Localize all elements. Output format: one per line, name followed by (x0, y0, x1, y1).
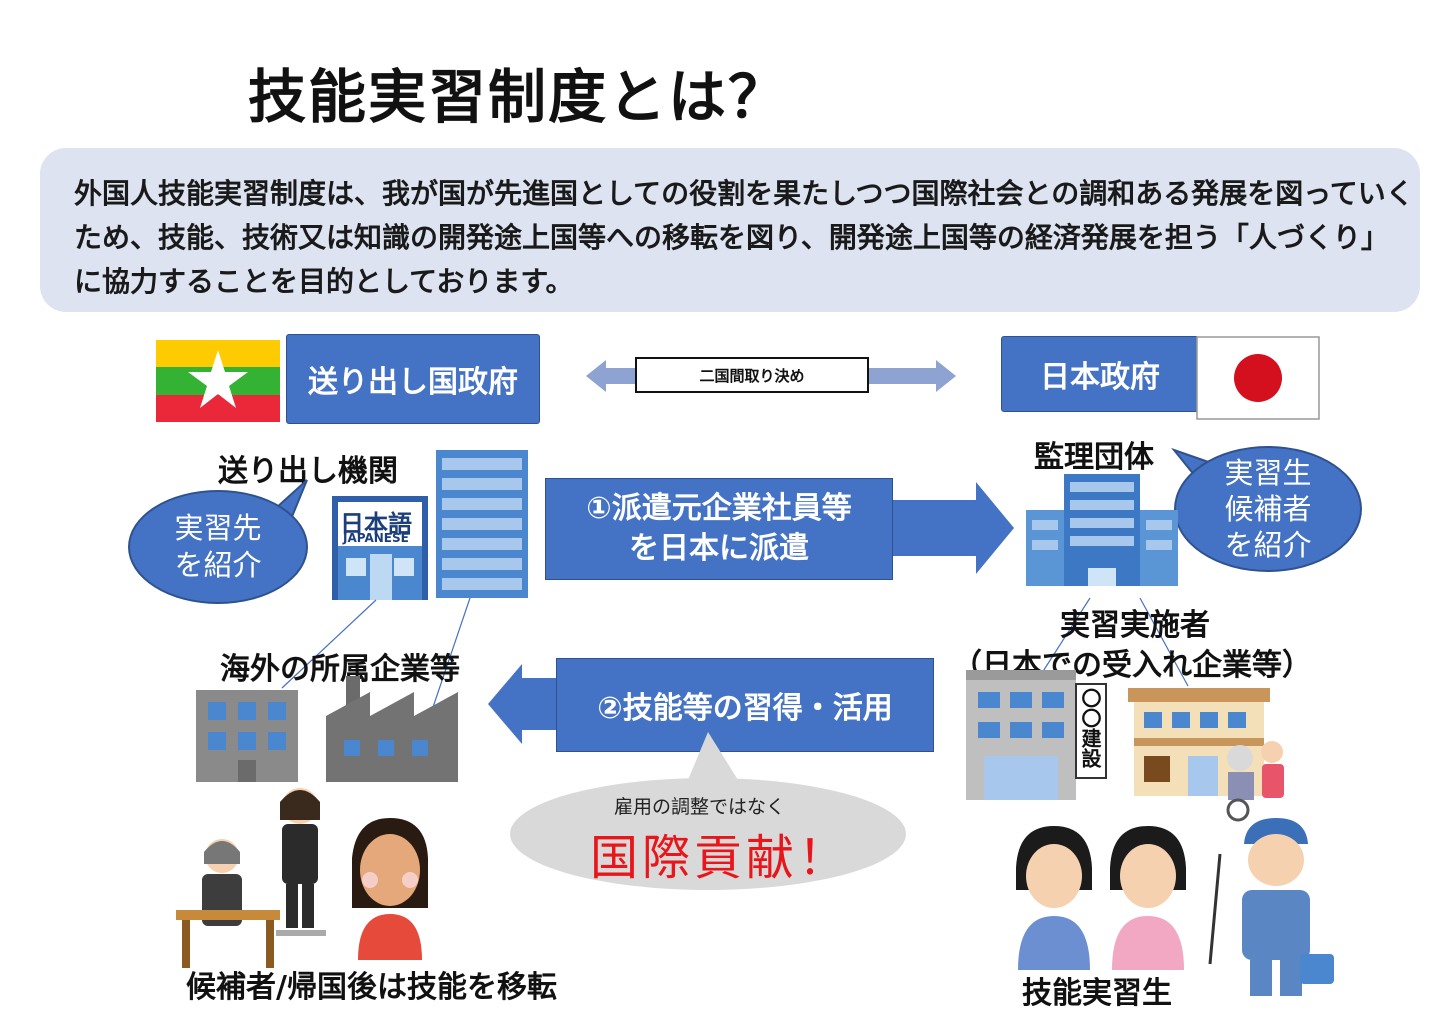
bubble-line-1: 実習生 (1224, 456, 1312, 490)
japan-flag-icon (1196, 336, 1320, 420)
step1-arrow-icon (892, 482, 1014, 574)
sending-org-label: 送り出し機関 (218, 454, 398, 489)
agreement-label: 二国間取り決め (699, 366, 805, 385)
sending-government-label: 送り出し国政府 (308, 365, 518, 400)
trainee-man-icon (1208, 818, 1334, 996)
overseas-company-label: 海外の所属企業等 (220, 652, 460, 687)
japan-government-label: 日本政府 (1040, 360, 1160, 395)
japan-government-box: 日本政府 (1001, 336, 1199, 412)
candidate-woman-icon (352, 818, 428, 960)
language-school-building-icon (332, 496, 428, 600)
trainee-woman-1-icon (1016, 826, 1092, 970)
callout-cloud-icon (510, 732, 906, 890)
trainees-caption: 技能実習生 (1022, 976, 1172, 1011)
trainee-woman-2-icon (1110, 826, 1186, 970)
sending-government-box: 送り出し国政府 (286, 334, 540, 424)
step2-label: ②技能等の習得・活用 (597, 691, 893, 726)
callout-big-text: 国際貢献！ (590, 830, 851, 886)
page-title: 技能実習制度とは？ (248, 63, 789, 131)
factory-icon (326, 676, 458, 782)
intro-panel: 外国人技能実習制度は、我が国が先進国としての役割を果たしつつ国際社会との調和ある… (40, 148, 1420, 312)
intro-text: 外国人技能実習制度は、我が国が先進国としての役割を果たしつつ国際社会との調和ある… (74, 177, 1414, 298)
candidates-caption: 候補者/帰国後は技能を移転 (186, 970, 557, 1005)
callout-small-text: 雇用の調整ではなく (614, 796, 786, 818)
implementer-label: 実習実施者 (1060, 608, 1210, 643)
supervising-building-icon (1026, 474, 1178, 586)
language-sign-kanji: 日本語 (340, 510, 412, 538)
step1-line-1: ①派遣元企業社員等 (586, 491, 852, 526)
bubble-line-1: 実習先 (174, 511, 262, 545)
step2-arrow-icon (488, 664, 568, 744)
bubble-line-2: 候補者 (1224, 492, 1312, 526)
agreement-box: 二国間取り決め (635, 357, 869, 393)
overseas-office-icon (196, 690, 298, 782)
myanmar-flag-icon (156, 340, 280, 422)
office-tower-icon (436, 450, 528, 598)
interview-scene-icon (176, 788, 326, 968)
step1-line-2: を日本に派遣 (629, 531, 809, 566)
introduce-candidates-bubble: 実習生 候補者 を紹介 (1174, 446, 1362, 572)
supervising-org-label: 監理団体 (1034, 440, 1154, 475)
language-sign-en: JAPANESE (343, 531, 409, 545)
step1-box[interactable]: ①派遣元企業社員等 を日本に派遣 (545, 478, 893, 580)
construction-sign: 〇〇建設 (1078, 688, 1102, 768)
bubble-line-3: を紹介 (1224, 528, 1312, 562)
bubble-line-2: を紹介 (174, 548, 262, 582)
step2-box[interactable]: ②技能等の習得・活用 (556, 658, 934, 752)
caregiver-icon (1226, 741, 1284, 822)
construction-company-building-icon (966, 670, 1107, 800)
introduce-workplace-bubble: 実習先 を紹介 (128, 490, 308, 604)
